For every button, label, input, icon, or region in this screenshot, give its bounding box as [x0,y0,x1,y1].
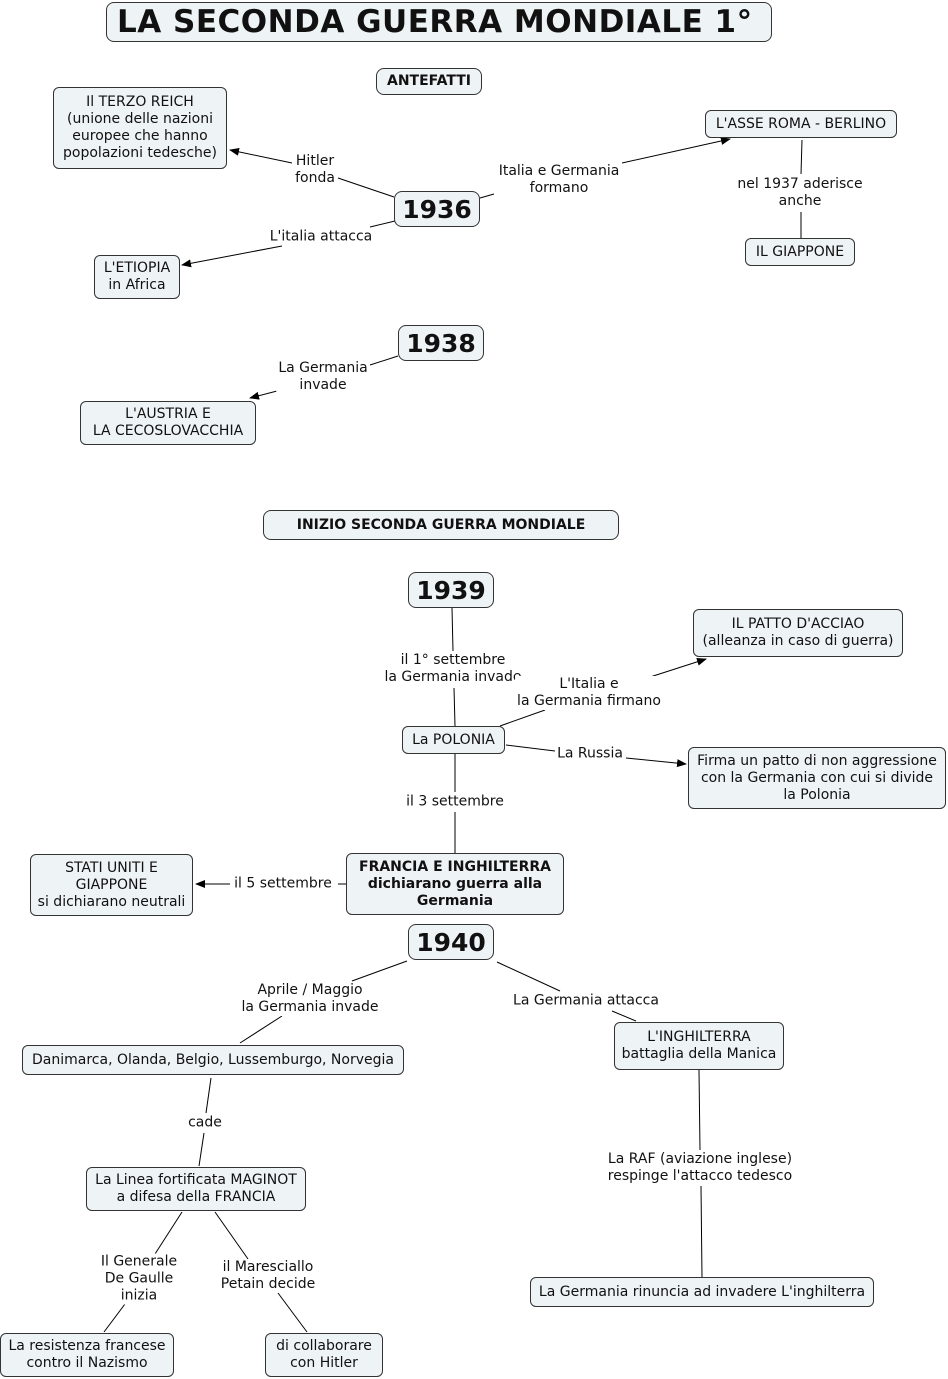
label-cade: cade [186,1114,224,1132]
label-germania-attacca: La Germania attacca [511,992,661,1010]
label-aprile-maggio: Aprile / Maggio la Germania invade [239,982,381,1016]
link-1940-attacca [496,961,561,992]
link-attacca-inghilterra [611,1010,637,1022]
node-resistenza-francese: La resistenza francese contro il Nazismo [0,1333,174,1377]
link-inghilterra-raf [698,1069,701,1151]
label-raf: La RAF (aviazione inglese) respinge l'at… [605,1151,795,1185]
link-raf-rinuncia [700,1185,703,1278]
label-petain: il Maresciallo Petain decide [218,1259,318,1293]
arrow-patto-non-aggr [625,757,687,768]
node-etiopia: L'ETIOPIA in Africa [94,255,180,299]
label-russia: La Russia [555,745,625,763]
link-maginot-de-gaulle [154,1211,183,1255]
link-polonia-russia [505,744,556,752]
link-1936-terzo-reich [337,177,395,198]
arrow-terzo-reich [229,147,293,164]
node-francia-inghilterra: FRANCIA E INGHILTERRA dichiarano guerra … [346,853,564,915]
year-1940: 1940 [408,924,494,960]
node-patto-acciaio: IL PATTO D'ACCIAO (alleanza in caso di g… [693,609,903,657]
year-1936: 1936 [394,191,480,227]
link-1936-asse [479,193,495,199]
section-antefatti: ANTEFATTI [376,68,482,95]
label-italia-germania-formano: Italia e Germania formano [496,163,622,197]
page-title: LA SECONDA GUERRA MONDIALE 1° [106,2,772,42]
node-patto-non-aggressione: Firma un patto di non aggressione con la… [688,747,946,809]
node-polonia: La POLONIA [402,726,505,754]
year-1938: 1938 [398,325,484,361]
arrow-patto-acciaio [646,657,707,679]
node-collaborare-hitler: di collaborare con Hitler [265,1333,383,1377]
link-1940-aprile [351,960,408,982]
label-italia-germania-firmano: L'Italia e la Germania firmano [515,676,663,710]
link-asse-aderisce [800,139,803,175]
section-inizio-guerra: INIZIO SECONDA GUERRA MONDIALE [263,510,619,540]
year-1939: 1939 [408,572,494,608]
link-1936-etiopia [369,220,396,228]
node-inghilterra-manica: L'INGHILTERRA battaglia della Manica [614,1022,784,1070]
link-aprile-danimarca [239,1015,283,1044]
label-5-settembre: il 5 settembre [232,875,334,893]
arrow-etiopia [181,245,283,268]
node-terzo-reich: Il TERZO REICH (unione delle nazioni eur… [53,87,227,169]
link-polonia-italia [499,709,546,727]
arrow-asse [621,137,731,164]
link-cade-maginot [198,1132,205,1167]
label-de-gaulle: Il Generale De Gaulle inizia [98,1253,180,1305]
label-italia-attacca: L'italia attacca [267,228,375,246]
link-1938-austria [369,355,399,366]
link-de-gaulle-resistenza [103,1303,126,1333]
label-aderisce-1937: nel 1937 aderisce anche [735,176,865,210]
link-settembre-polonia [453,687,456,727]
node-stati-uniti-giappone: STATI UNITI E GIAPPONE si dichiarano neu… [30,854,193,916]
node-austria-cecoslovacchia: L'AUSTRIA E LA CECOSLOVACCHIA [80,401,256,445]
label-hitler-fonda: Hitler fonda [293,153,337,187]
label-1-settembre: il 1° settembre la Germania invade [382,652,524,686]
node-danimarca-norvegia: Danimarca, Olanda, Belgio, Lussemburgo, … [22,1045,404,1075]
link-petain-collaborare [277,1292,308,1333]
label-germania-invade-1938: La Germania invade [276,360,370,394]
link-maginot-petain [214,1211,249,1260]
node-linea-maginot: La Linea fortificata MAGINOT a difesa de… [86,1167,306,1211]
node-giappone: IL GIAPPONE [745,238,855,266]
arrow-austria [249,390,278,400]
node-asse-roma-berlino: L'ASSE ROMA - BERLINO [705,110,897,138]
link-danimarca-cade [205,1077,212,1114]
node-germania-rinuncia: La Germania rinuncia ad invadere L'inghi… [530,1277,874,1307]
link-1939-settembre [451,607,454,652]
label-3-settembre: il 3 settembre [404,793,506,811]
